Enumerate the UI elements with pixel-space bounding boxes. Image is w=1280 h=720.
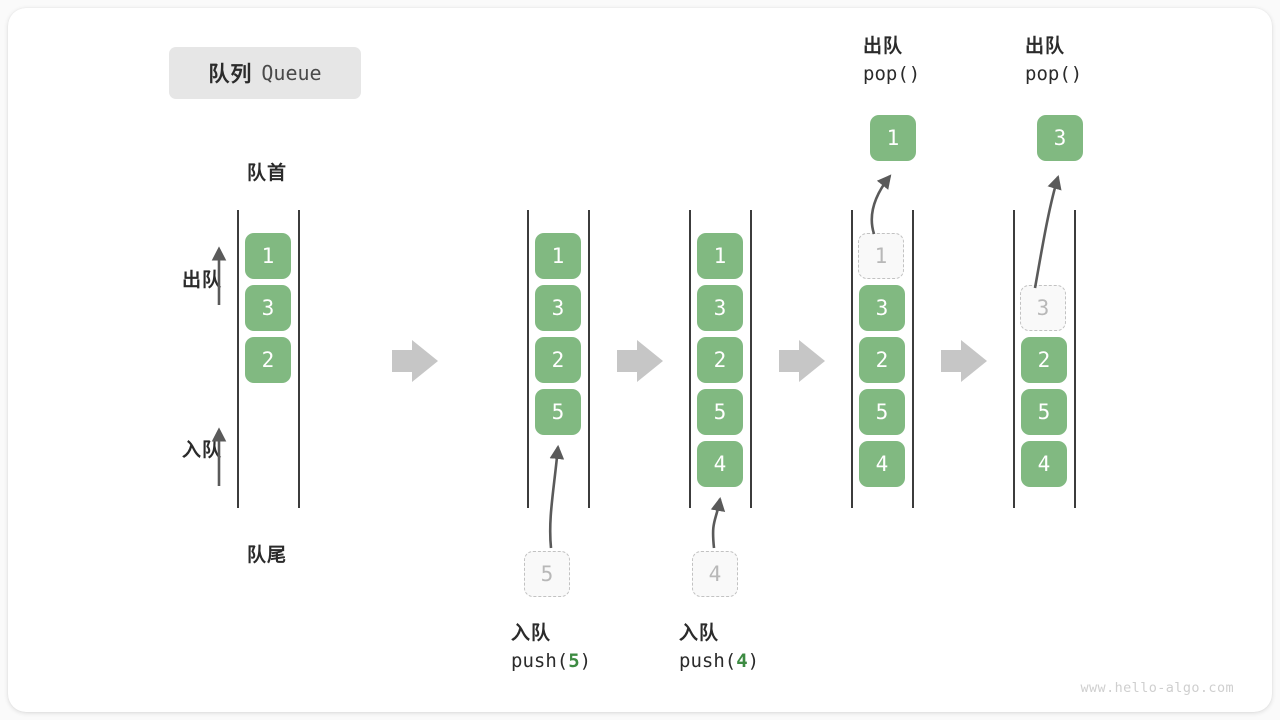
title-cn: 队列 — [208, 63, 253, 86]
queue-cell: 1 — [697, 233, 743, 279]
queue-tail-label: 队尾 — [246, 545, 287, 566]
queue-cell: 2 — [245, 337, 291, 383]
queue-cell: 3 — [535, 285, 581, 331]
dequeue-direction-label: 出队 — [181, 270, 222, 291]
queue-cell: 3 — [245, 285, 291, 331]
op-caption-push-1: 入队 push(5) — [511, 620, 671, 675]
diagram-title-badge: 队列 Queue — [169, 47, 361, 99]
queue-rail-left-col4 — [851, 210, 853, 508]
queue-cell: 2 — [1021, 337, 1067, 383]
queue-rail-right-col2 — [588, 210, 590, 508]
queue-cell-ghost-outgoing: 3 — [1020, 285, 1066, 331]
op-caption-code: push(5) — [511, 649, 592, 672]
queue-cell: 3 — [697, 285, 743, 331]
watermark: www.hello-algo.com — [1080, 680, 1234, 696]
diagram-card — [8, 8, 1272, 712]
queue-cell: 2 — [697, 337, 743, 383]
queue-cell: 5 — [859, 389, 905, 435]
op-caption-push-2: 入队 push(4) — [679, 620, 839, 675]
queue-cell: 2 — [859, 337, 905, 383]
queue-rail-left-col3 — [689, 210, 691, 508]
queue-cell-new: 4 — [697, 441, 743, 487]
op-caption-pop-1: 出队 pop() — [863, 33, 1023, 88]
queue-cell-ghost-incoming: 5 — [524, 551, 570, 597]
op-caption-cn: 入队 — [679, 623, 720, 644]
queue-cell: 1 — [245, 233, 291, 279]
queue-rail-right-col5 — [1074, 210, 1076, 508]
op-caption-code: pop() — [863, 62, 921, 85]
queue-cell-popped: 1 — [870, 115, 916, 161]
queue-cell: 4 — [859, 441, 905, 487]
queue-rail-right-col4 — [912, 210, 914, 508]
queue-rail-left-col5 — [1013, 210, 1015, 508]
queue-rail-right-col1 — [298, 210, 300, 508]
op-caption-code: pop() — [1025, 62, 1083, 85]
queue-cell-ghost-outgoing: 1 — [858, 233, 904, 279]
queue-cell: 1 — [535, 233, 581, 279]
op-caption-cn: 出队 — [1025, 36, 1066, 57]
op-caption-arg: 4 — [736, 649, 748, 672]
op-caption-code: push(4) — [679, 649, 760, 672]
queue-cell: 3 — [859, 285, 905, 331]
queue-rail-right-col3 — [750, 210, 752, 508]
op-caption-pop-2: 出队 pop() — [1025, 33, 1185, 88]
queue-cell-new: 5 — [535, 389, 581, 435]
enqueue-direction-label: 入队 — [181, 440, 222, 461]
op-caption-cn: 出队 — [863, 36, 904, 57]
queue-rail-left-col1 — [237, 210, 239, 508]
queue-cell: 4 — [1021, 441, 1067, 487]
queue-head-label: 队首 — [246, 163, 287, 184]
op-caption-arg: 5 — [568, 649, 580, 672]
queue-rail-left-col2 — [527, 210, 529, 508]
queue-cell: 5 — [697, 389, 743, 435]
queue-cell: 2 — [535, 337, 581, 383]
op-caption-cn: 入队 — [511, 623, 552, 644]
queue-cell-popped: 3 — [1037, 115, 1083, 161]
queue-cell: 5 — [1021, 389, 1067, 435]
queue-cell-ghost-incoming: 4 — [692, 551, 738, 597]
title-en: Queue — [261, 61, 322, 85]
